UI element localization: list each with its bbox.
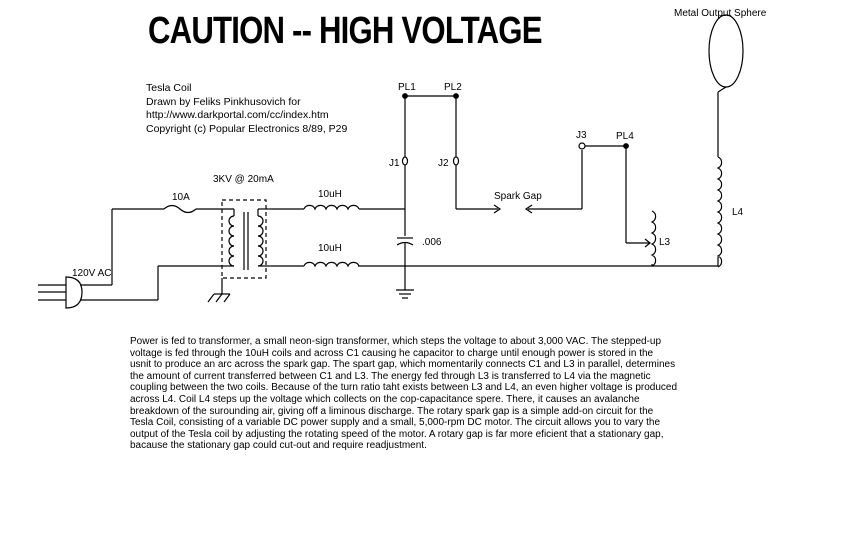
label-fuse: 10A <box>172 192 190 203</box>
credit-line: http://www.darkportal.com/cc/index.htm <box>146 109 329 121</box>
label-j2: J2 <box>438 158 449 169</box>
page-title: CAUTION -- HIGH VOLTAGE <box>148 10 543 52</box>
description-line: bacause the stationary gap could cut-out… <box>130 440 427 452</box>
transformer-box <box>221 199 267 279</box>
label-pl2: PL2 <box>444 82 462 93</box>
l3-coil <box>650 210 657 267</box>
description-line: Power is fed to transformer, a small neo… <box>130 336 662 347</box>
label-l4: L4 <box>732 207 744 218</box>
label-spark-gap: Spark Gap <box>494 191 542 202</box>
description-line: the amount of current transferred betwee… <box>130 370 651 382</box>
label-l3: L3 <box>659 237 671 248</box>
description-line: coupling between the two coils. Because … <box>130 382 678 394</box>
ac-plug <box>65 276 83 309</box>
output-sphere <box>708 14 744 88</box>
inductor-bottom <box>303 261 360 268</box>
description-line: output of the Tesla coil by adjusting th… <box>130 428 664 440</box>
credit-line: Drawn by Feliks Pinkhusovich for <box>146 95 301 108</box>
description-line: Tesla Coil, consisting of a variable DC … <box>130 417 661 429</box>
description-line: across L4. Coil L4 steps up the voltage … <box>130 393 640 405</box>
inductor-top <box>303 204 360 211</box>
label-inductor-top: 10uH <box>318 189 342 200</box>
credit-line: Tesla Coil <box>146 82 192 94</box>
label-capacitor: .006 <box>422 237 442 248</box>
description-block: Power is fed to transformer, a small neo… <box>130 336 730 452</box>
j1-jack <box>401 156 409 166</box>
label-inductor-bottom: 10uH <box>318 243 342 254</box>
credits-block: Tesla Coil Drawn by Feliks Pinkhusovich … <box>146 82 347 136</box>
label-pl4: PL4 <box>616 131 634 142</box>
label-j3: J3 <box>576 130 587 141</box>
j2-jack <box>452 156 460 166</box>
l4-coil <box>716 156 723 268</box>
description-line: usnit to produce an arc across the spark… <box>130 359 676 371</box>
label-pl1: PL1 <box>398 82 416 93</box>
credit-line: Copyright (c) Popular Electronics 8/89, … <box>146 122 348 135</box>
description-line: voltage is fed through the 10uH coils an… <box>130 347 654 359</box>
description-line: breakdown of the surounding air, giving … <box>130 405 654 417</box>
fuse <box>163 204 197 214</box>
pl4-dot <box>623 143 629 149</box>
label-ac: 120V AC <box>72 268 111 279</box>
pl2-dot <box>453 93 459 99</box>
label-sphere: Metal Output Sphere <box>674 8 767 19</box>
transformer-secondary <box>257 215 264 267</box>
transformer-primary <box>228 215 235 267</box>
label-transformer: 3KV @ 20mA <box>213 174 274 185</box>
j3-jack <box>578 142 586 150</box>
label-j1: J1 <box>389 158 400 169</box>
pl1-dot <box>402 93 408 99</box>
